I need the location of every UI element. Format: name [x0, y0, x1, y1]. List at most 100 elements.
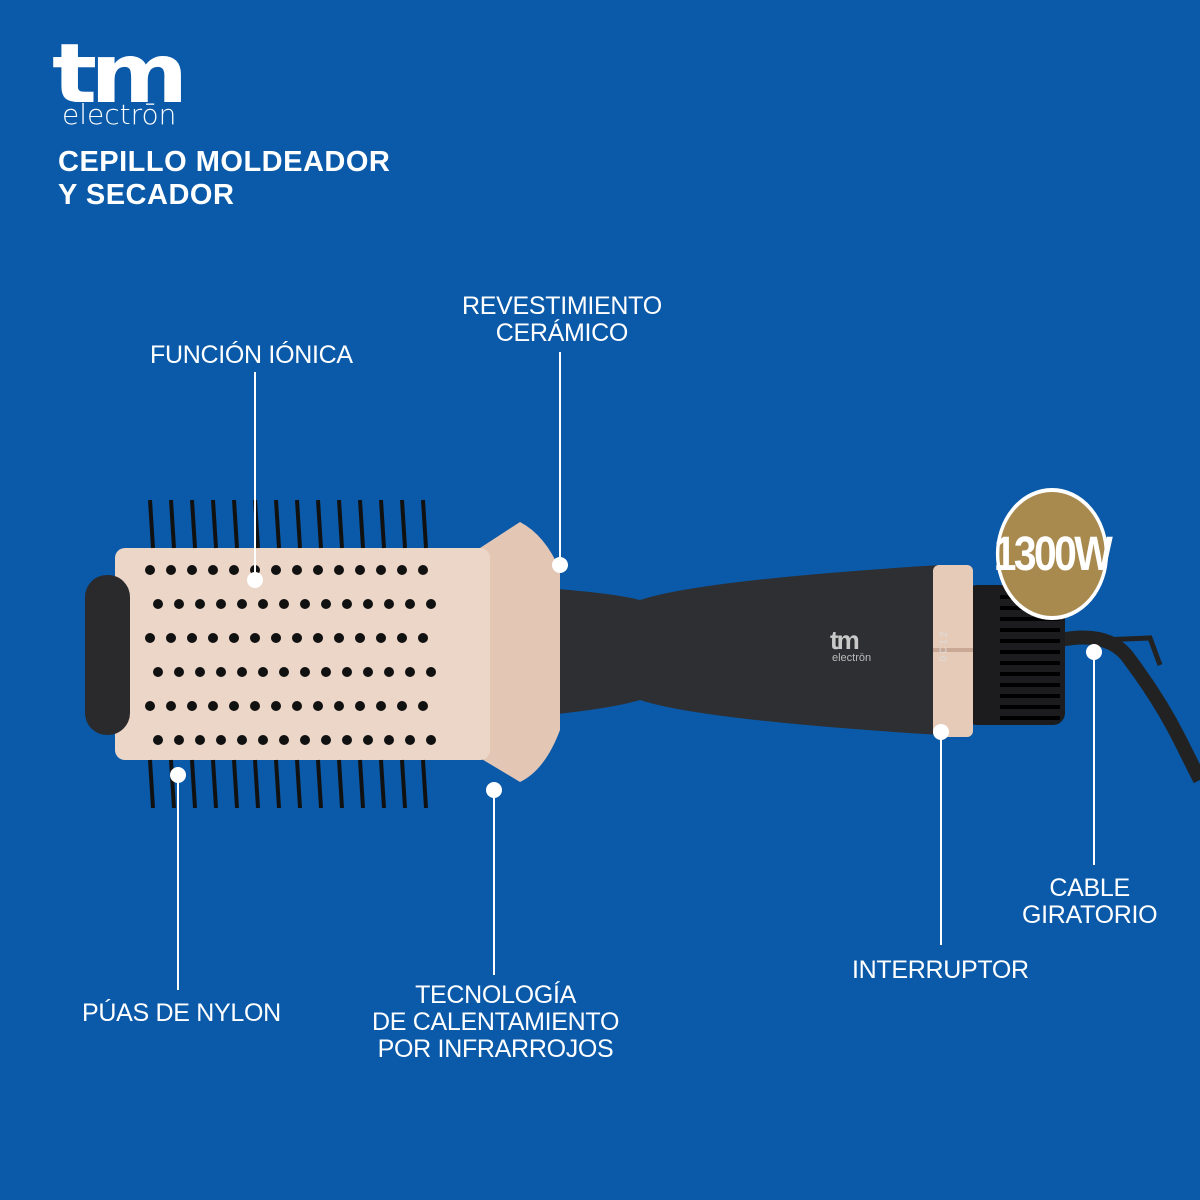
- bristle: [295, 759, 302, 809]
- bristle-tip: [229, 633, 239, 643]
- bristle-tip: [363, 599, 373, 609]
- bristle-tip: [292, 565, 302, 575]
- title-line-1: CEPILLO MOLDEADOR: [58, 146, 391, 178]
- bristle-tip: [405, 735, 415, 745]
- bristle: [421, 759, 428, 809]
- bristle-tip: [208, 565, 218, 575]
- bristle-tip: [187, 633, 197, 643]
- bristle-tip: [355, 565, 365, 575]
- bristle-tip: [384, 667, 394, 677]
- bristle: [169, 499, 176, 549]
- callout-dot-infrared: [486, 782, 502, 798]
- bristle-tip: [355, 701, 365, 711]
- bristle-tip: [342, 735, 352, 745]
- bristle: [295, 499, 302, 549]
- bristle-tip: [426, 599, 436, 609]
- bristle: [148, 499, 155, 549]
- bristle-tip: [363, 735, 373, 745]
- bristle-tip: [208, 633, 218, 643]
- bristle: [400, 759, 407, 809]
- bristle: [421, 499, 428, 549]
- callout-dot-ionic: [247, 572, 263, 588]
- callout-switch-text: INTERRUPTOR: [852, 956, 1029, 984]
- brand-logo-sub: electrōn: [62, 98, 177, 131]
- bristle: [358, 499, 365, 549]
- bristle-tip: [405, 599, 415, 609]
- bristle-tip: [313, 565, 323, 575]
- bristle-tip: [418, 565, 428, 575]
- handle-logo-sub: electrōn: [832, 652, 872, 664]
- bristle: [211, 759, 218, 809]
- bristle-tip: [355, 633, 365, 643]
- bristle-tip: [174, 735, 184, 745]
- bristle-tip: [195, 735, 205, 745]
- bristle-tip: [258, 599, 268, 609]
- vent-slat: [1000, 628, 1060, 632]
- title-line-2: Y SECADOR: [58, 179, 235, 211]
- bristle: [148, 759, 155, 809]
- bristle: [190, 499, 197, 549]
- bristle-tip: [187, 565, 197, 575]
- ceramic-collar: [480, 522, 560, 782]
- bristle-tip: [166, 565, 176, 575]
- bristle: [316, 759, 323, 809]
- bristle-tip: [279, 667, 289, 677]
- bristle-tip: [271, 701, 281, 711]
- bristle-tip: [153, 599, 163, 609]
- bristle-tip: [300, 667, 310, 677]
- power-cord: [1058, 630, 1200, 784]
- bristle: [232, 499, 239, 549]
- bristle-tip: [208, 701, 218, 711]
- callout-infrared-line-3: POR INFRARROJOS: [377, 1035, 614, 1063]
- callout-switch: INTERRUPTOR: [852, 957, 1029, 984]
- bristle: [316, 499, 323, 549]
- bristle-tip: [237, 667, 247, 677]
- bristle-tip: [229, 565, 239, 575]
- brand-logo: tm: [52, 27, 188, 122]
- bristle: [337, 499, 344, 549]
- switch-marks: 0C12: [938, 629, 950, 662]
- bristle-tip: [313, 701, 323, 711]
- vent-slat: [1000, 617, 1060, 621]
- bristle: [211, 499, 218, 549]
- callout-ceramic-line-2: CERÁMICO: [495, 319, 629, 347]
- callout-cable-line-1: CABLE: [1049, 874, 1130, 902]
- bristle: [169, 759, 176, 809]
- bristle-tip: [250, 701, 260, 711]
- bristle-tip: [292, 633, 302, 643]
- bristle-tip: [216, 599, 226, 609]
- bristle: [274, 759, 281, 809]
- bristle-tip: [321, 599, 331, 609]
- bristle-tip: [174, 667, 184, 677]
- power-badge: 1300W: [994, 488, 1113, 620]
- bristle-tip: [153, 667, 163, 677]
- bristle-tip: [237, 735, 247, 745]
- bristle-tip: [258, 667, 268, 677]
- bristle-tip: [279, 599, 289, 609]
- bristle-tip: [216, 735, 226, 745]
- bristle-tip: [321, 667, 331, 677]
- bristle: [274, 499, 281, 549]
- bristle-tip: [271, 565, 281, 575]
- callout-bristles: PÚAS DE NYLON: [82, 1000, 281, 1027]
- callout-infrared-line-2: DE CALENTAMIENTO: [372, 1008, 620, 1036]
- bristle-tip: [376, 701, 386, 711]
- bristle-tip: [166, 701, 176, 711]
- bristle-tip: [334, 633, 344, 643]
- bristle-tip: [313, 633, 323, 643]
- vent-slat: [1000, 650, 1060, 654]
- vent-slat: [1000, 694, 1060, 698]
- callout-ionic: FUNCIÓN IÓNICA: [150, 342, 353, 369]
- bristle: [337, 759, 344, 809]
- brush-barrel: [115, 548, 490, 760]
- bristle-tip: [342, 599, 352, 609]
- barrel-end-cap: [85, 575, 130, 735]
- bristle: [379, 759, 386, 809]
- nylon-bristles: [145, 499, 436, 809]
- vent-slat: [1000, 672, 1060, 676]
- handle-logo: tm: [830, 625, 860, 655]
- callout-cable-line-2: GIRATORIO: [1022, 901, 1158, 929]
- bristle: [379, 499, 386, 549]
- bristle-tip: [271, 633, 281, 643]
